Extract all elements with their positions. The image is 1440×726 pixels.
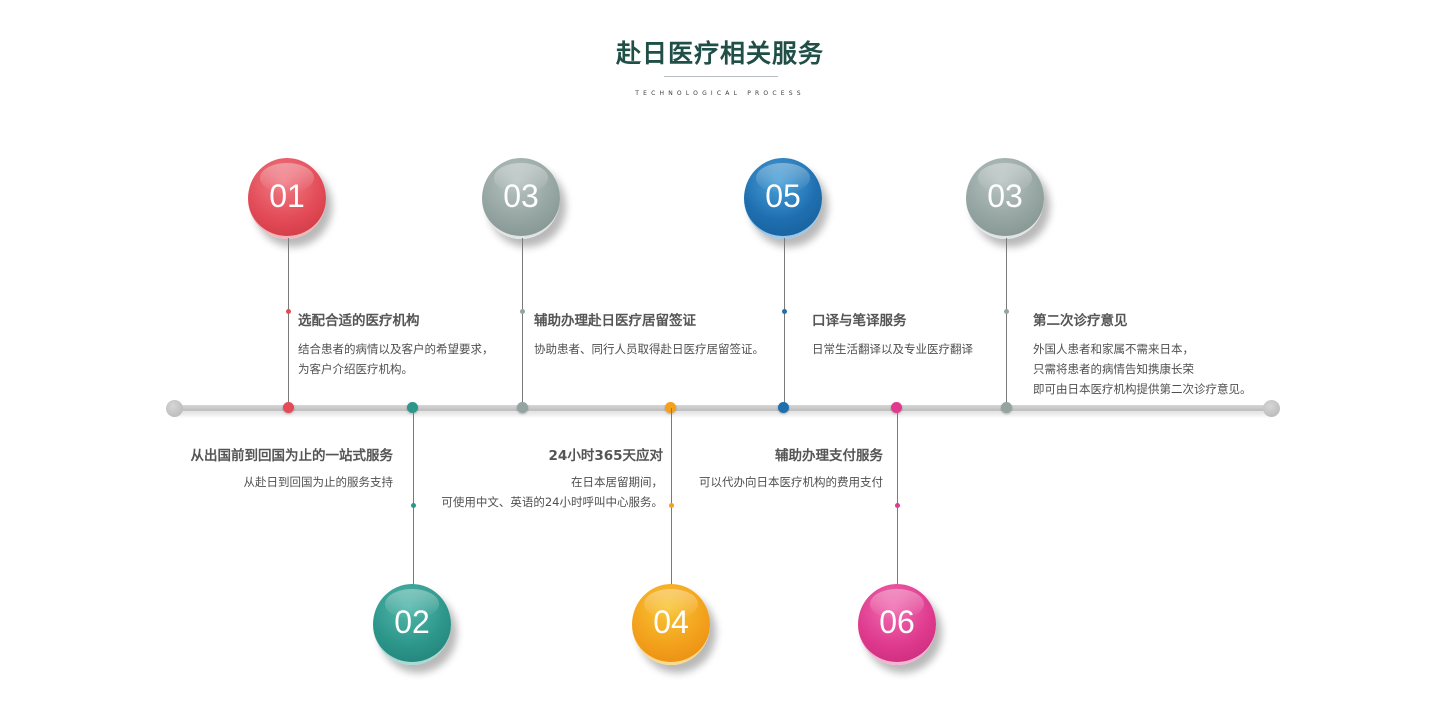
connector-line [897, 408, 898, 586]
step-heading: 辅助办理支付服务 [775, 448, 883, 464]
timeline-node [283, 402, 294, 413]
timeline-node [1001, 402, 1012, 413]
connector-line [413, 408, 414, 586]
step-number-circle: 01 [248, 158, 326, 239]
timeline-node [517, 402, 528, 413]
step-heading: 从出国前到回国为止的一站式服务 [190, 448, 394, 464]
timeline-axis [174, 405, 1272, 411]
step-description-line: 只需将患者的病情告知携康长荣 [1033, 362, 1194, 376]
timeline-node [407, 402, 418, 413]
step-number-circle: 04 [632, 584, 710, 665]
step-description-line: 结合患者的病情以及客户的希望要求， [298, 342, 494, 356]
timeline-end-dot [1263, 400, 1280, 417]
title-divider [664, 76, 778, 77]
timeline-start-dot [166, 400, 183, 417]
step-description-line: 可以代办向日本医疗机构的费用支付 [699, 475, 883, 489]
connector-dot [895, 503, 900, 508]
timeline-node [778, 402, 789, 413]
connector-line [522, 238, 523, 408]
step-number: 03 [987, 178, 1023, 214]
connector-dot [669, 503, 674, 508]
connector-dot [286, 309, 291, 314]
step-heading: 口译与笔译服务 [812, 313, 907, 329]
page-title: 赴日医疗相关服务 [615, 39, 824, 68]
step-number: 05 [765, 178, 801, 214]
step-number: 04 [653, 604, 689, 640]
page-subtitle: TECHNOLOGICAL PROCESS [635, 90, 805, 97]
step-description-line: 日常生活翻译以及专业医疗翻译 [812, 342, 973, 356]
connector-dot [1004, 309, 1009, 314]
connector-line [671, 408, 672, 586]
step-description-line: 即可由日本医疗机构提供第二次诊疗意见。 [1033, 382, 1252, 396]
step-number: 02 [394, 604, 430, 640]
connector-line [784, 238, 785, 408]
step-number-circle: 05 [744, 158, 822, 239]
connector-dot [782, 309, 787, 314]
step-number: 01 [269, 178, 305, 214]
step-description-line: 在日本居留期间， [571, 475, 663, 489]
step-description-line: 外国人患者和家属不需来日本， [1033, 342, 1194, 356]
step-heading: 辅助办理赴日医疗居留签证 [534, 313, 696, 329]
timeline-node [891, 402, 902, 413]
step-description-line: 从赴日到回国为止的服务支持 [243, 475, 394, 489]
step-number-circle: 02 [373, 584, 451, 665]
step-heading: 选配合适的医疗机构 [298, 313, 420, 329]
connector-line [1006, 238, 1007, 408]
step-number: 03 [503, 178, 539, 214]
step-description-line: 为客户介绍医疗机构。 [298, 362, 413, 376]
step-heading: 24小时365天应对 [548, 448, 663, 464]
step-description-line: 协助患者、同行人员取得赴日医疗居留签证。 [534, 342, 764, 356]
connector-dot [411, 503, 416, 508]
step-description-line: 可使用中文、英语的24小时呼叫中心服务。 [441, 495, 663, 509]
connector-line [288, 238, 289, 408]
step-number: 06 [879, 604, 915, 640]
step-number-circle: 03 [966, 158, 1044, 239]
timeline-node [665, 402, 676, 413]
step-heading: 第二次诊疗意见 [1033, 313, 1128, 329]
connector-dot [520, 309, 525, 314]
step-number-circle: 03 [482, 158, 560, 239]
step-number-circle: 06 [858, 584, 936, 665]
